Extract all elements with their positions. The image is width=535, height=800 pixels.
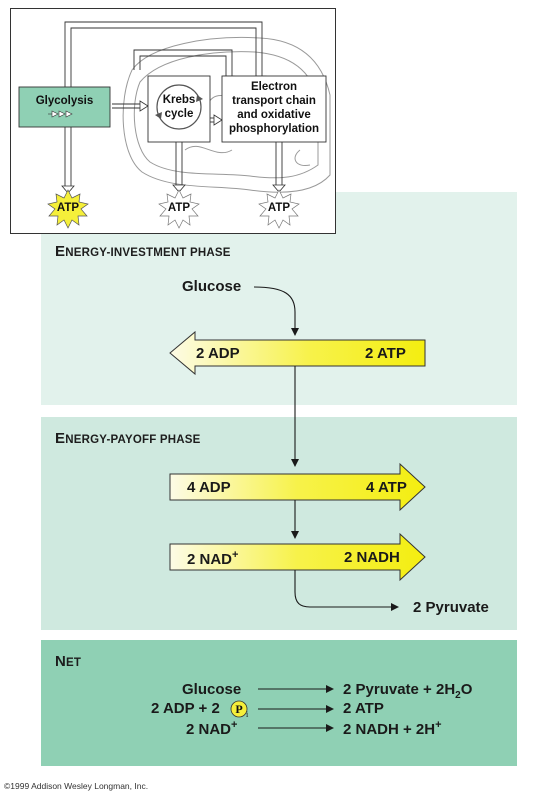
arrow-krebs-to-etc bbox=[210, 117, 214, 123]
glucose-arrow bbox=[253, 286, 299, 336]
net-title: NET bbox=[55, 653, 82, 670]
arrow-glycolysis-to-krebs bbox=[112, 103, 140, 109]
net-panel bbox=[41, 640, 517, 766]
payoff-nadh-label: 2 NADH bbox=[344, 549, 400, 566]
etc-box bbox=[221, 75, 327, 143]
arrowhead-krebs-etc bbox=[213, 114, 223, 126]
etc-label-line1: Electron bbox=[250, 81, 297, 93]
krebs-label-line1: Krebs bbox=[162, 94, 196, 106]
payoff-phase-title: ENERGY-PAYOFF PHASE bbox=[55, 430, 201, 447]
arrowhead-atp-3 bbox=[272, 184, 286, 193]
atp-label-glycolysis: ATP bbox=[56, 202, 80, 214]
investment-atp-label: 2 ATP bbox=[365, 345, 406, 362]
payoff-nad-label: 2 NAD+ bbox=[187, 549, 239, 568]
nad-to-nadh-arrow bbox=[169, 532, 426, 582]
atp-label-etc: ATP bbox=[267, 202, 291, 214]
net-row2-right: 2 ATP bbox=[343, 700, 384, 717]
krebs-box bbox=[147, 75, 211, 143]
net-row1-left: Glucose bbox=[182, 681, 242, 698]
payoff-adp-label: 4 ADP bbox=[187, 479, 231, 496]
glycolysis-box bbox=[18, 86, 111, 128]
atp-label-krebs: ATP bbox=[167, 202, 191, 214]
energy-payoff-panel bbox=[41, 417, 517, 630]
krebs-cycle-arrow-icon-2 bbox=[155, 112, 162, 119]
net-row3-right: 2 NADH + 2H+ bbox=[343, 719, 442, 738]
investment-adp-label: 2 ADP bbox=[196, 345, 240, 362]
phosphate-circle-icon bbox=[230, 700, 248, 718]
krebs-cycle-arrow-icon bbox=[196, 95, 203, 102]
krebs-cycle-ring bbox=[156, 84, 202, 130]
atp-burst-krebs-icon bbox=[158, 189, 200, 229]
net-row3-left: 2 NAD+ bbox=[186, 719, 238, 738]
copyright-text: ©1999 Addison Wesley Longman, Inc. bbox=[4, 781, 149, 791]
arrowhead-to-krebs bbox=[139, 100, 149, 112]
etc-label-line3: and oxidative bbox=[237, 109, 311, 121]
glycolysis-flow-icon bbox=[48, 110, 73, 118]
phosphate-symbol: P bbox=[235, 702, 243, 716]
krebs-label-line2: cycle bbox=[164, 108, 194, 120]
arrows-to-atp bbox=[175, 142, 283, 185]
net-row1-right: 2 Pyruvate + 2H2O bbox=[343, 681, 473, 701]
atp-burst-etc-icon bbox=[258, 189, 300, 229]
etc-label-line4: phosphorylation bbox=[228, 123, 320, 135]
arrowhead-atp-2 bbox=[172, 184, 186, 193]
net-row2-left: 2 ADP + 2 bbox=[151, 700, 220, 717]
phosphate-subscript: i bbox=[246, 710, 249, 719]
investment-phase-title: ENERGY-INVESTMENT PHASE bbox=[55, 243, 231, 260]
pyruvate-arrow bbox=[294, 570, 399, 611]
atp-to-adp-arrow bbox=[169, 330, 426, 376]
payoff-atp-label: 4 ATP bbox=[366, 479, 407, 496]
glycolysis-label: Glycolysis bbox=[35, 95, 94, 107]
glucose-label: Glucose bbox=[182, 278, 242, 295]
adp-to-atp-arrow bbox=[169, 462, 426, 512]
etc-label-line2: transport chain bbox=[232, 95, 316, 107]
atp-burst-glycolysis-icon bbox=[47, 189, 89, 229]
pyruvate-label: 2 Pyruvate bbox=[413, 599, 489, 616]
